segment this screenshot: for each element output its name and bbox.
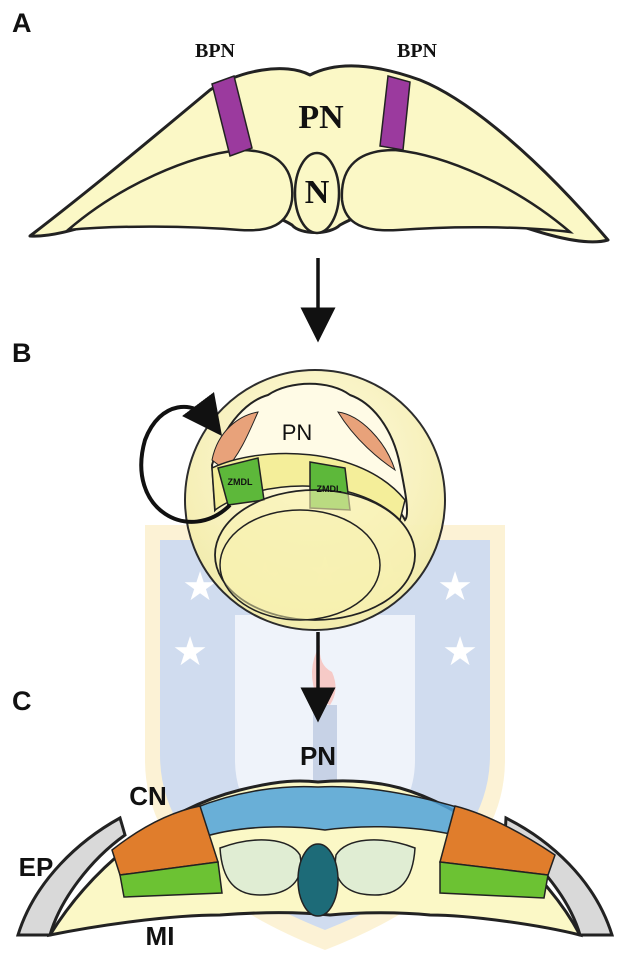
ep-label: EP (19, 852, 54, 882)
svg-text:★: ★ (172, 630, 208, 674)
zmdl-right-label: ZMDL (317, 484, 342, 494)
zmdl-left-label: ZMDL (228, 477, 253, 487)
pn-label-a: PN (298, 99, 344, 136)
bpn-right-label: BPN (397, 40, 438, 62)
pn-label-c: PN (300, 741, 336, 771)
svg-text:★: ★ (437, 565, 473, 609)
n-label-a: N (305, 174, 330, 211)
pn-label-b: PN (282, 420, 313, 445)
inner-shell-2 (220, 510, 380, 620)
cn-label: CN (129, 781, 167, 811)
bpn-left-label: BPN (195, 40, 236, 62)
panel-a-diagram: BPN BPN PN N (30, 40, 608, 242)
svg-text:★: ★ (442, 630, 478, 674)
mi-label: MI (146, 921, 175, 951)
notochord-c (298, 844, 338, 916)
